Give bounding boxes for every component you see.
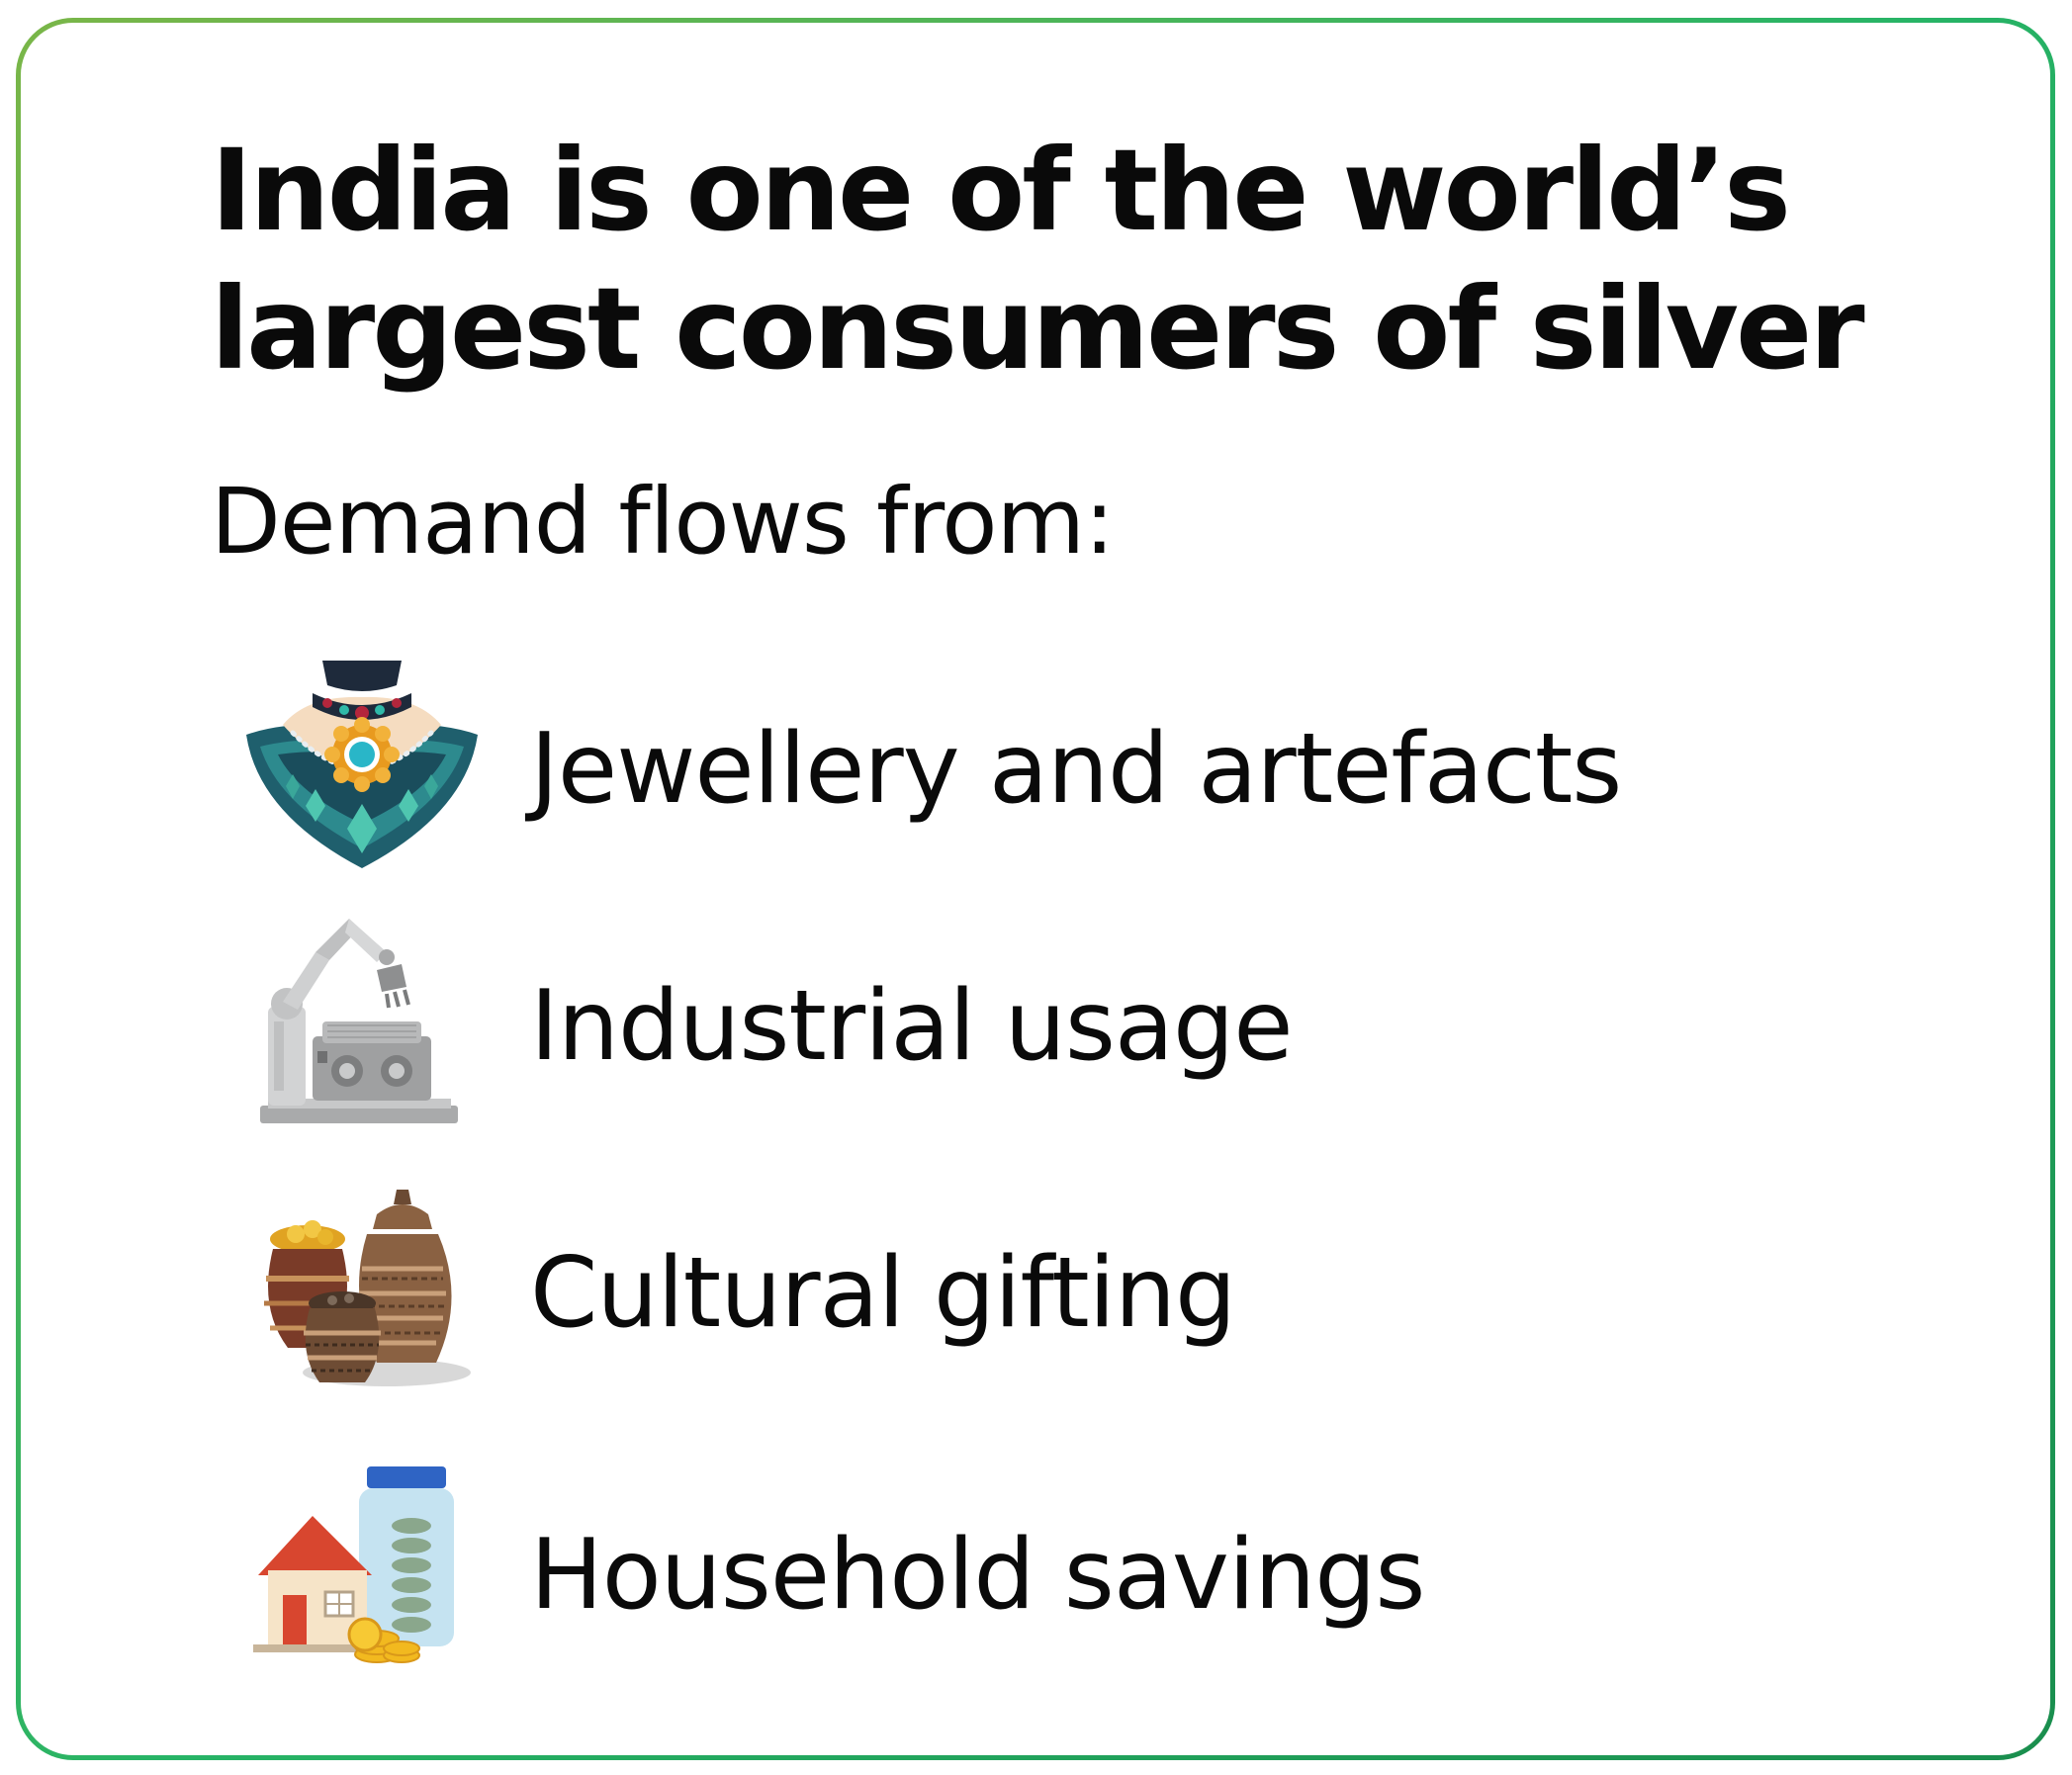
item-label: Cultural gifting — [530, 1237, 1236, 1350]
list-item-cultural-gifting: Cultural gifting — [238, 1180, 1821, 1407]
item-label: Household savings — [530, 1519, 1425, 1632]
necklace-icon — [238, 656, 486, 883]
subtitle: Demand flows from: — [211, 469, 1115, 575]
item-label: Industrial usage — [530, 970, 1293, 1083]
item-label: Jewellery and artefacts — [530, 713, 1622, 826]
title-line-2: largest consumers of silver — [211, 263, 1865, 395]
card-title: India is one of the world’s largest cons… — [211, 122, 1991, 399]
card-border: India is one of the world’s largest cons… — [16, 18, 2055, 1760]
list-item-industrial: Industrial usage — [238, 913, 1821, 1140]
robotic-arm-icon — [238, 913, 486, 1140]
list-item-jewellery: Jewellery and artefacts — [238, 656, 1821, 883]
house-and-coin-jar-icon — [238, 1462, 486, 1689]
card: India is one of the world’s largest cons… — [21, 23, 2050, 1755]
decorative-pots-icon — [238, 1180, 486, 1407]
list-item-household-savings: Household savings — [238, 1462, 1821, 1689]
title-line-1: India is one of the world’s — [211, 125, 1791, 256]
